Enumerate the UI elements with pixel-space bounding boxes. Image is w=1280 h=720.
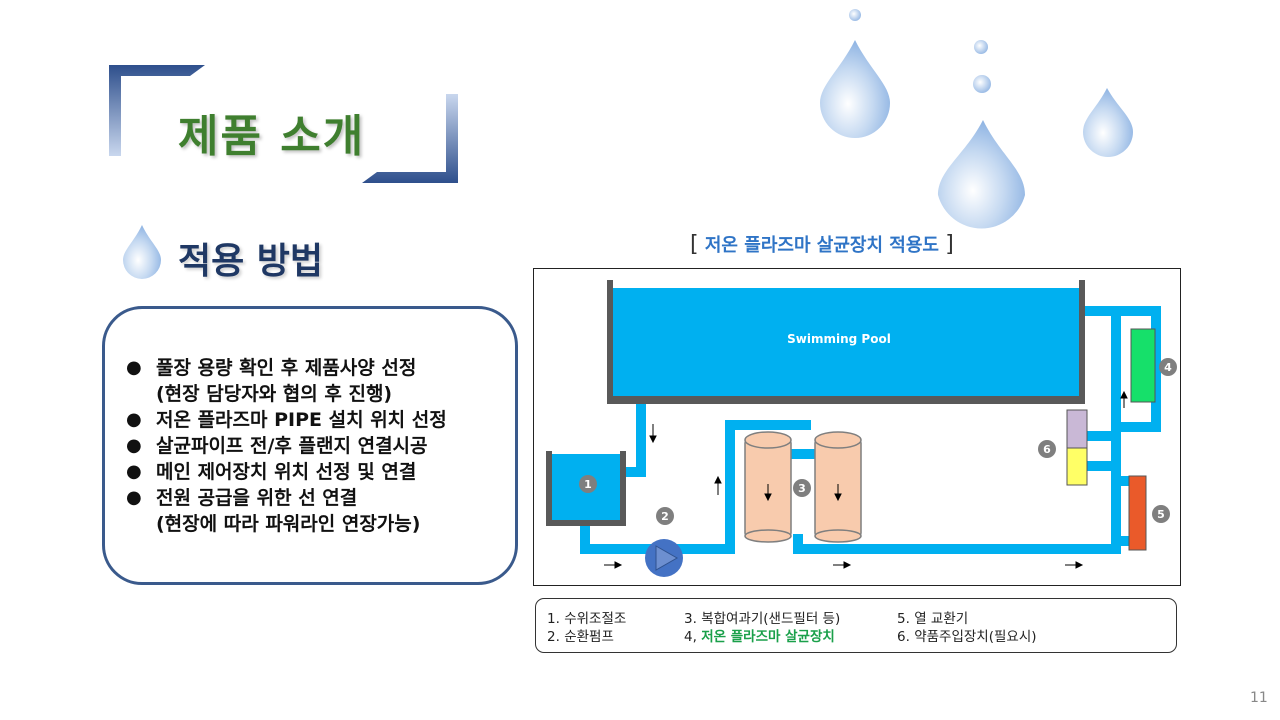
- list-item: ● 저온 플라즈마 PIPE 설치 위치 선정: [126, 407, 447, 433]
- step-text: 풀장 용량 확인 후 제품사양 선정: [156, 357, 417, 379]
- marker-2: 2: [656, 507, 674, 525]
- bullet-icon: ●: [126, 409, 142, 430]
- water-drop-dot: [849, 9, 861, 21]
- bullet-icon: ●: [126, 357, 142, 378]
- step-text: 메인 제어장치 위치 선정 및 연결: [156, 461, 417, 483]
- bullet-icon: ●: [126, 435, 142, 456]
- list-item-continuation: (현장 담당자와 협의 후 진행): [126, 381, 447, 407]
- pool-water: [613, 286, 1079, 396]
- steps-list: ● 풀장 용량 확인 후 제품사양 선정 (현장 담당자와 협의 후 진행) ● 저…: [126, 355, 447, 537]
- step-text: 살균파이프 전/후 플랜지 연결시공: [156, 435, 428, 457]
- legend-item: 5. 열 교환기: [897, 611, 969, 627]
- pipe-pool-to-tank: [618, 467, 646, 477]
- bracket-open: [: [690, 232, 699, 257]
- svg-text:4: 4: [1164, 361, 1172, 374]
- pipe-bypass-right: [1151, 306, 1161, 432]
- marker-6: 6: [1038, 440, 1056, 458]
- steps-box: [102, 306, 518, 585]
- svg-text:1: 1: [584, 478, 592, 491]
- flow-arrow-right: [604, 561, 623, 569]
- page-number: 11: [1250, 690, 1268, 706]
- heat-exchanger: [1128, 475, 1147, 551]
- pool-label: Swimming Pool: [787, 332, 891, 346]
- legend-item: 6. 약품주입장치(필요시): [897, 629, 1037, 645]
- marker-3: 3: [793, 479, 811, 497]
- section-title: 적용 방법: [178, 241, 324, 282]
- svg-text:3: 3: [798, 482, 806, 495]
- pipe-return-top: [1077, 306, 1121, 316]
- step-text: (현장에 따라 파워라인 연장가능): [156, 513, 421, 535]
- legend-item: 2. 순환펌프: [547, 629, 614, 645]
- svg-text:2: 2: [661, 510, 669, 523]
- step-text: (현장 담당자와 협의 후 진행): [156, 383, 393, 405]
- pipe-bypass-top: [1111, 306, 1161, 316]
- flow-arrow-right: [1065, 561, 1084, 569]
- bracket-close: ]: [945, 232, 954, 257]
- water-drop-dot: [974, 40, 988, 54]
- bullet-icon: ●: [126, 461, 142, 482]
- step-text: 저온 플라즈마 PIPE 설치 위치 선정: [156, 409, 447, 431]
- balance-tank-cutout: [552, 446, 620, 454]
- pipe-tank-down: [580, 523, 590, 553]
- marker-4: 4: [1159, 358, 1177, 376]
- step-text: 전원 공급을 위한 선 연결: [156, 487, 358, 509]
- diagram-markers: 1 2 3 4 5 6: [579, 358, 1177, 525]
- diagram-title: [ 저온 플라즈마 살균장치 적용도 ]: [690, 231, 954, 257]
- list-item: ● 전원 공급을 위한 선 연결: [126, 485, 447, 511]
- list-item-continuation: (현장에 따라 파워라인 연장가능): [126, 511, 447, 537]
- pool-diagram: Swimming Pool 1 2 3 4: [546, 278, 1177, 577]
- water-drop: [938, 120, 1025, 229]
- flow-arrows: [604, 390, 1128, 569]
- water-drop-dot: [973, 75, 991, 93]
- pipe-pool-to-tank: [636, 395, 646, 477]
- title-frame: [109, 65, 458, 183]
- list-item: ● 살균파이프 전/후 플랜지 연결시공: [126, 433, 447, 459]
- water-drop-icon: [123, 225, 161, 279]
- water-drops-decoration: [820, 9, 1133, 229]
- legend-item: 1. 수위조절조: [547, 611, 627, 627]
- dosing-unit-top: [1066, 409, 1088, 449]
- legend-item: 3. 복합여과기(샌드필터 등): [684, 611, 841, 627]
- marker-1: 1: [579, 475, 597, 493]
- legend-box: [535, 598, 1177, 653]
- list-item: ● 풀장 용량 확인 후 제품사양 선정: [126, 355, 447, 381]
- filter-flow-arrow-down: [764, 484, 772, 502]
- diagram-title-text: 저온 플라즈마 살균장치 적용도: [704, 235, 939, 256]
- pipe-dosing-b: [1087, 461, 1117, 471]
- bullet-icon: ●: [126, 487, 142, 508]
- water-drop: [820, 40, 890, 138]
- pipe-bottom-left: [580, 544, 708, 554]
- marker-5: 5: [1152, 505, 1170, 523]
- legend-highlight-text: 저온 플라즈마 살균장치: [701, 629, 835, 645]
- flow-arrow-up: [1120, 390, 1128, 408]
- svg-text:5: 5: [1157, 508, 1165, 521]
- pipe-between-filters: [788, 449, 818, 459]
- pipe-hx-top: [1111, 476, 1133, 486]
- pump-icon: [645, 539, 683, 577]
- pipe-bypass-join: [1111, 422, 1161, 432]
- plasma-device: [1130, 328, 1156, 403]
- pipe-pump-out: [673, 544, 733, 554]
- flow-arrow-up: [714, 475, 722, 495]
- pipe-dosing-a: [1087, 431, 1117, 441]
- page-title: 제품 소개: [178, 111, 366, 162]
- pipes: [580, 306, 1161, 554]
- list-item: ● 메인 제어장치 위치 선정 및 연결: [126, 459, 447, 485]
- pipe-hx-bottom: [1111, 536, 1133, 546]
- dosing-unit-bottom: [1066, 447, 1088, 486]
- filter-flow-arrow-down: [834, 484, 842, 502]
- pool-top-cutout: [613, 278, 1079, 288]
- flow-arrow-down: [649, 424, 657, 444]
- pipe-bottom-right: [793, 544, 1121, 554]
- flow-arrow-right: [833, 561, 852, 569]
- water-drop: [1083, 88, 1133, 157]
- legend-item: 4, 저온 플라즈마 살균장치: [684, 629, 835, 645]
- svg-text:6: 6: [1043, 443, 1051, 456]
- pipe-up-to-filter: [725, 420, 735, 554]
- pipe-top-filter: [725, 420, 811, 430]
